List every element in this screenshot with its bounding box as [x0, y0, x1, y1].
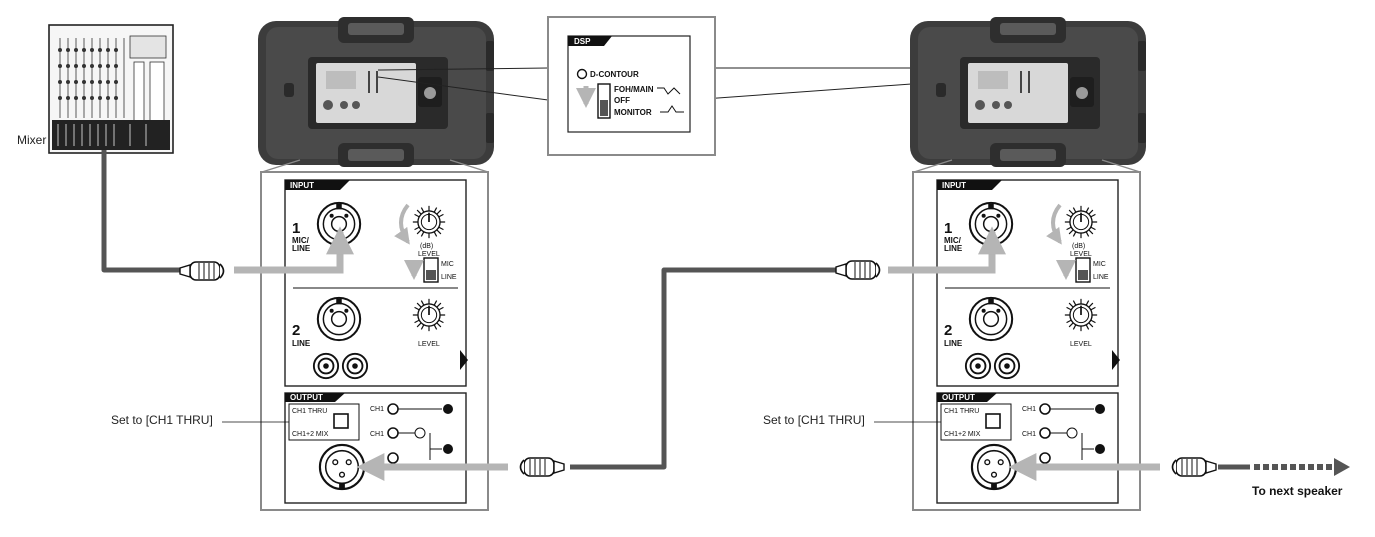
- left-ch1-db: (dB): [420, 243, 433, 250]
- left-mic-label: MIC: [441, 261, 454, 268]
- right-out-ch1-b: CH1: [1022, 431, 1036, 438]
- left-ch2-combo-jack[interactable]: [316, 296, 362, 342]
- right-ch1-number: 1: [944, 220, 952, 237]
- left-ch2-level: LEVEL: [418, 341, 440, 348]
- left-output-panel: OUTPUT CH1 THRU CH1+2 MIX CH1 CH1: [284, 392, 467, 504]
- next-speaker-arrow-icon: [1334, 458, 1350, 476]
- right-mic-label: MIC: [1093, 261, 1106, 268]
- right-ch2-level: LEVEL: [1070, 341, 1092, 348]
- mixer-cable: [101, 150, 225, 281]
- left-ch1-2-mix-label: CH1+2 MIX: [292, 431, 329, 438]
- dsp-off: OFF: [614, 96, 630, 105]
- right-xlr-out-jack[interactable]: [970, 443, 1018, 491]
- left-ch2-number: 2: [292, 322, 300, 339]
- left-rca-jack-2[interactable]: [341, 352, 369, 380]
- left-xlr-out-jack[interactable]: [318, 443, 366, 491]
- dsp-foh-main: FOH/MAIN: [614, 85, 654, 94]
- right-set-thru-label: Set to [CH1 THRU]: [763, 413, 865, 427]
- right-ch2-name: LINE: [944, 339, 963, 348]
- left-out-ch1-b: CH1: [370, 431, 384, 438]
- mixer-label: Mixer: [17, 133, 46, 147]
- right-input-panel: INPUT 1 MIC/ LINE LEVEL (dB) MIC LINE 2 …: [936, 179, 1120, 387]
- right-ch1-name-2: LINE: [944, 244, 963, 253]
- left-ch1-name-2: LINE: [292, 244, 311, 253]
- left-input-header: INPUT: [290, 181, 314, 190]
- right-output-panel: OUTPUT CH1 THRU CH1+2 MIX CH1 CH1: [936, 392, 1119, 504]
- dsp-monitor: MONITOR: [614, 108, 652, 117]
- right-ch1-name-1: MIC/: [944, 236, 962, 245]
- left-line-label: LINE: [441, 274, 457, 281]
- left-output-mode-switch[interactable]: [333, 413, 349, 429]
- right-out-ch1-a: CH1: [1022, 406, 1036, 413]
- left-ch1-name-1: MIC/: [292, 236, 310, 245]
- right-output-mode-switch[interactable]: [985, 413, 1001, 429]
- right-speaker-body: [910, 17, 1146, 167]
- left-ch2-name: LINE: [292, 339, 311, 348]
- left-ch2-level-knob[interactable]: [412, 298, 446, 332]
- right-ch1-thru-label: CH1 THRU: [944, 408, 979, 415]
- left-speaker-body: [258, 17, 494, 167]
- dsp-header: DSP: [574, 37, 591, 46]
- d-contour-indicator: [576, 68, 588, 80]
- right-ch1-2-mix-label: CH1+2 MIX: [944, 431, 981, 438]
- left-output-header: OUTPUT: [290, 393, 323, 402]
- left-out-ch1-a: CH1: [370, 406, 384, 413]
- right-ch1-level-knob[interactable]: [1064, 205, 1098, 239]
- right-output-header: OUTPUT: [942, 393, 975, 402]
- left-ch1-thru-label: CH1 THRU: [292, 408, 327, 415]
- right-input-header: INPUT: [942, 181, 966, 190]
- left-ch1-level: LEVEL: [418, 251, 440, 258]
- right-rca-jack-1[interactable]: [964, 352, 992, 380]
- dsp-d-contour: D-CONTOUR: [590, 70, 639, 79]
- right-ch1-level: LEVEL: [1070, 251, 1092, 258]
- next-speaker-cable: [1171, 457, 1350, 477]
- left-ch1-level-knob[interactable]: [412, 205, 446, 239]
- left-ch1-number: 1: [292, 220, 300, 237]
- right-rca-jack-2[interactable]: [993, 352, 1021, 380]
- dsp-callout: DSP D-CONTOUR FOH/MAIN OFF MONITOR: [377, 16, 1009, 156]
- left-rca-jack-1[interactable]: [312, 352, 340, 380]
- right-ch1-db: (dB): [1072, 243, 1085, 250]
- next-speaker-label: To next speaker: [1252, 484, 1343, 498]
- right-input-signal-arrow: [888, 226, 1006, 274]
- link-cable: [519, 260, 881, 477]
- right-line-label: LINE: [1093, 274, 1109, 281]
- right-ch2-combo-jack[interactable]: [968, 296, 1014, 342]
- left-input-signal-arrow: [234, 226, 354, 274]
- left-input-panel: INPUT 1 MIC/ LINE LEVEL (dB) MIC LINE 2 …: [284, 179, 468, 387]
- mixer-device: [48, 24, 174, 154]
- right-ch2-number: 2: [944, 322, 952, 339]
- left-set-thru-label: Set to [CH1 THRU]: [111, 413, 213, 427]
- right-ch2-level-knob[interactable]: [1064, 298, 1098, 332]
